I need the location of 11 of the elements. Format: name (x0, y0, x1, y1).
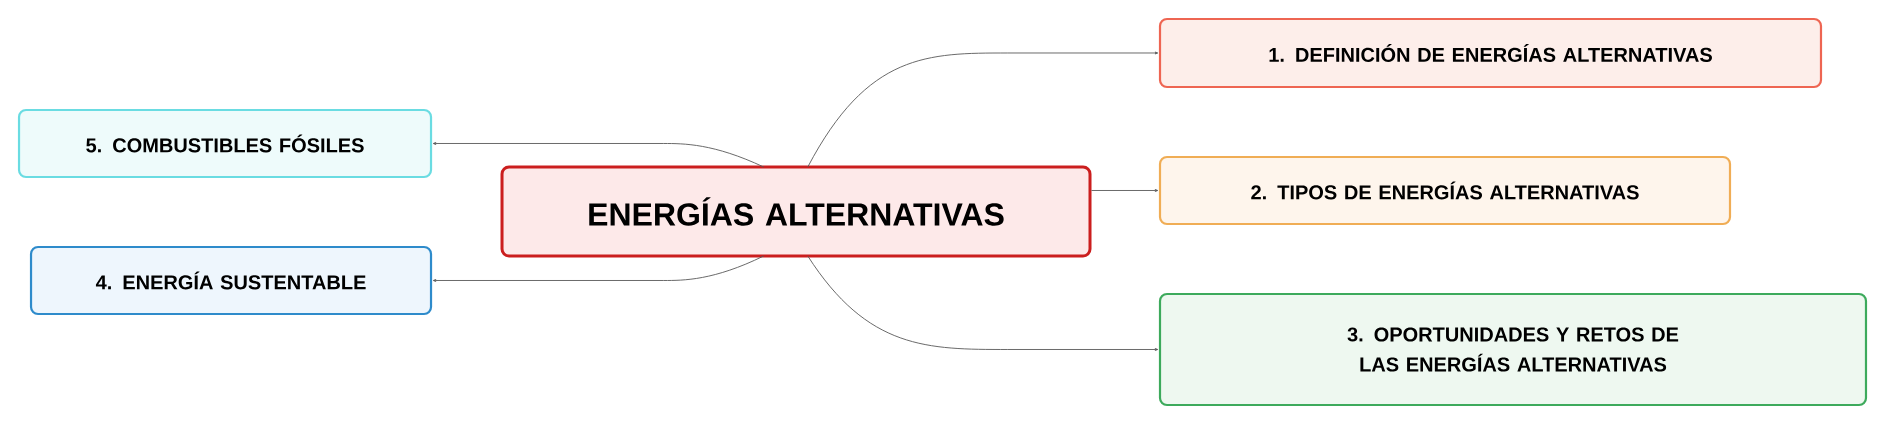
topic-box: 3. OPORTUNIDADES Y RETOS DE LAS ENERGÍAS ALTERNATIVAS (1158, 292, 1868, 407)
connector-arrow (1091, 189, 1159, 192)
connector-arrow (807, 51, 1159, 168)
central-topic-box: ENERGÍAS ALTERNATIVAS (500, 165, 1092, 258)
topic-box: 5. COMBUSTIBLES FÓSILES (17, 108, 433, 179)
topic-box: 1. DEFINICIÓN DE ENERGÍAS ALTERNATIVAS (1158, 17, 1823, 89)
topic-box: 2. TIPOS DE ENERGÍAS ALTERNATIVAS (1158, 155, 1732, 226)
connector-arrow (807, 255, 1159, 351)
topic-box: 4. ENERGÍA SUSTENTABLE (29, 245, 433, 316)
connector-arrow (432, 255, 765, 282)
connector-arrow (432, 142, 765, 168)
